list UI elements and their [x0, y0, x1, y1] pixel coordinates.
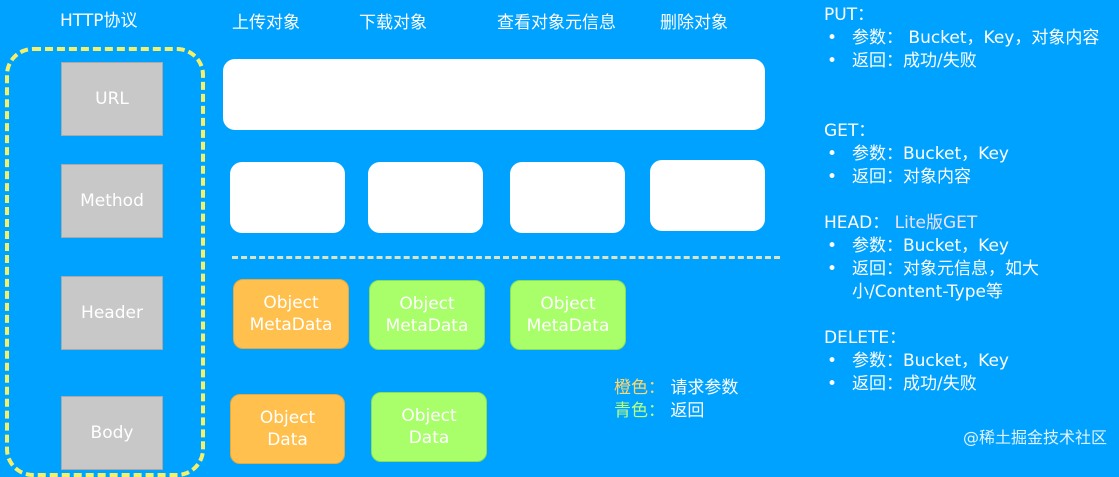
- url-row-box: [223, 59, 765, 130]
- metadata-download: Object MetaData: [369, 280, 485, 350]
- column-title-head: 查看对象元信息: [497, 13, 616, 33]
- method-box-head: [510, 162, 625, 233]
- legend-orange-value: 请求参数: [670, 378, 739, 398]
- legend-orange-label: 橙色：: [614, 378, 665, 398]
- api-head: HEAD： Lite版GET 参数：Bucket，Key 返回：对象元信息，如大…: [824, 212, 1114, 304]
- http-protocol-title: HTTP协议: [60, 11, 138, 31]
- api-put-param: 参数： Bucket，Key，对象内容: [824, 27, 1114, 50]
- api-delete-title: DELETE：: [824, 328, 907, 348]
- method-box-delete: [650, 160, 765, 231]
- legend-green-label: 青色：: [614, 401, 665, 421]
- http-part-url: URL: [61, 62, 163, 136]
- legend-green: 青色： 返回: [614, 396, 704, 421]
- api-head-lite-note: Lite版GET: [894, 213, 978, 233]
- column-title-download: 下载对象: [359, 13, 427, 33]
- method-box-download: [368, 162, 483, 233]
- column-title-upload: 上传对象: [232, 13, 300, 33]
- http-part-header: Header: [61, 276, 163, 350]
- api-delete: DELETE： 参数：Bucket，Key 返回：成功/失败: [824, 327, 1114, 396]
- api-delete-return: 返回：成功/失败: [824, 373, 1114, 396]
- legend-orange: 橙色： 请求参数: [614, 373, 738, 398]
- api-put: PUT： 参数： Bucket，Key，对象内容 返回：成功/失败: [824, 4, 1114, 73]
- api-head-param: 参数：Bucket，Key: [824, 235, 1114, 258]
- metadata-head: Object MetaData: [510, 280, 626, 350]
- api-get-return: 返回：对象内容: [824, 166, 1114, 189]
- api-head-title: HEAD：: [824, 213, 890, 233]
- legend-green-value: 返回: [670, 401, 705, 421]
- data-upload: Object Data: [230, 394, 345, 464]
- api-get: GET： 参数：Bucket，Key 返回：对象内容: [824, 120, 1114, 189]
- api-put-title: PUT：: [824, 5, 875, 25]
- api-head-title-row: HEAD： Lite版GET: [824, 212, 1114, 235]
- data-download: Object Data: [371, 392, 487, 462]
- http-part-body: Body: [61, 396, 163, 470]
- header-divider: [232, 256, 780, 259]
- method-box-upload: [230, 162, 345, 233]
- http-part-method: Method: [61, 164, 163, 238]
- watermark-brand: @稀土掘金技术社区: [962, 428, 1107, 447]
- metadata-upload: Object MetaData: [233, 279, 349, 349]
- column-title-delete: 删除对象: [660, 13, 728, 33]
- api-head-return: 返回：对象元信息，如大小/Content-Type等: [824, 258, 1114, 304]
- api-put-return: 返回：成功/失败: [824, 50, 1114, 73]
- api-delete-param: 参数：Bucket，Key: [824, 350, 1114, 373]
- api-get-param: 参数：Bucket，Key: [824, 143, 1114, 166]
- api-get-title: GET：: [824, 121, 876, 141]
